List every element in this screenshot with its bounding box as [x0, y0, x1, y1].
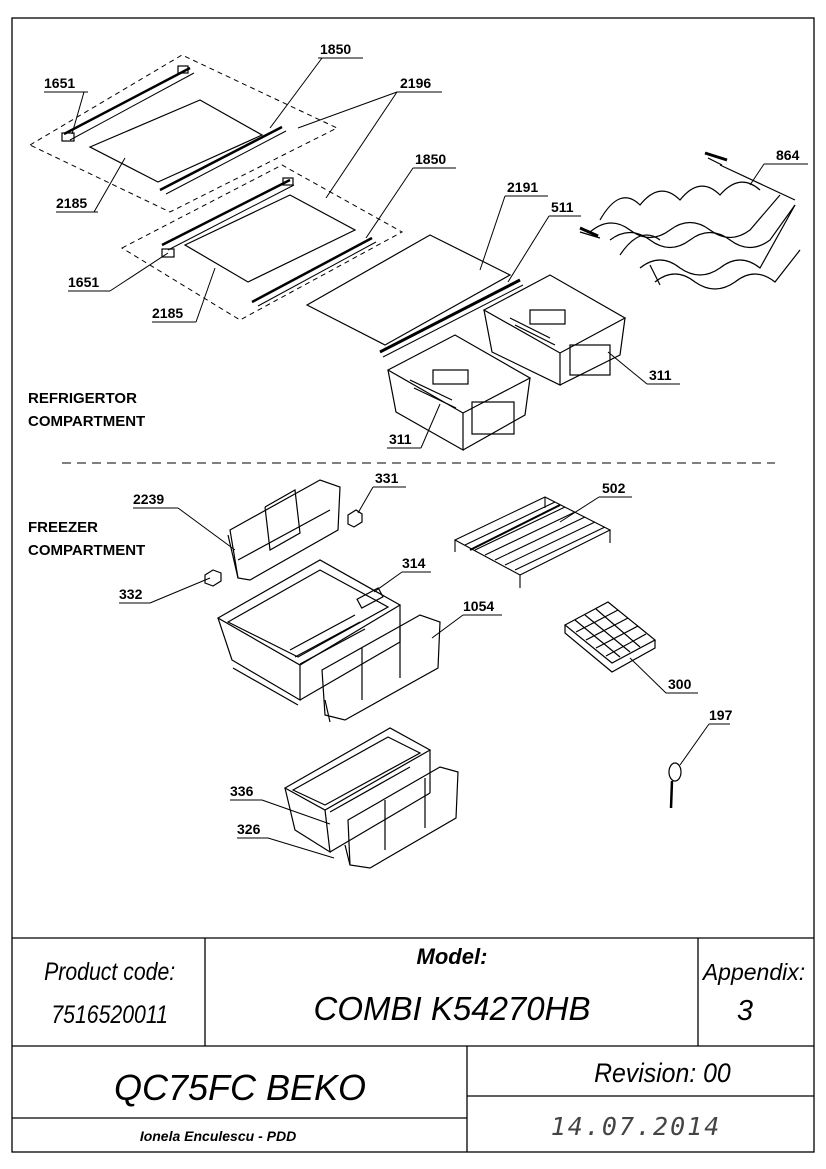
- wire-shelf: [453, 496, 612, 588]
- callout-314: 314: [402, 555, 426, 571]
- callout-1850-top: 1850: [320, 41, 351, 57]
- callout-1651-top: 1651: [44, 75, 75, 91]
- model-label: Model:: [417, 944, 488, 969]
- callout-197: 197: [709, 707, 733, 723]
- crisper-cover-glass: [305, 234, 524, 358]
- callout-502: 502: [602, 480, 626, 496]
- revision-date: 14.07.2014: [551, 1112, 722, 1141]
- model-value: COMBI K54270HB: [314, 990, 591, 1027]
- wine-rack: [579, 151, 801, 290]
- callout-2196: 2196: [400, 75, 431, 91]
- appendix-label: Appendix:: [701, 959, 805, 985]
- ice-cube-tray: [563, 601, 657, 673]
- freezer-flap: [227, 479, 341, 581]
- callout-2185-middle: 2185: [152, 305, 183, 321]
- freezer-drawer-front-upper: [321, 614, 441, 723]
- product-code-value: 7516520011: [51, 1000, 168, 1028]
- appendix-value: 3: [737, 995, 753, 1027]
- callout-511: 511: [551, 199, 574, 215]
- callout-311-rear: 311: [649, 367, 672, 383]
- author: Ionela Enculescu - PDD: [140, 1128, 296, 1144]
- freezer-heading-line2: COMPARTMENT: [28, 542, 145, 559]
- freezer-heading-line1: FREEZER: [28, 519, 98, 536]
- glass-shelf-assembly-top: [28, 54, 339, 213]
- callout-1054: 1054: [463, 598, 494, 614]
- callout-2191: 2191: [507, 179, 538, 195]
- callout-864: 864: [776, 147, 800, 163]
- product-code-label: Product code:: [44, 957, 175, 985]
- title-block: [12, 937, 814, 1152]
- refrigerator-heading-line2: COMPARTMENT: [28, 413, 145, 430]
- freezer-drawer-lower: [283, 727, 432, 854]
- callout-2185-top: 2185: [56, 195, 87, 211]
- flap-hinge-left: [204, 569, 222, 587]
- callout-leaders: [44, 57, 808, 859]
- revision: Revision: 00: [594, 1059, 731, 1088]
- refrigerator-heading-line1: REFRIGERTOR: [28, 390, 137, 407]
- callout-2239: 2239: [133, 491, 164, 507]
- drawing-frame: [11, 17, 815, 1153]
- crisper-drawer-rear: [482, 274, 627, 386]
- callout-336: 336: [230, 783, 254, 799]
- crisper-drawer-front: [386, 334, 532, 452]
- glass-shelf-assembly-middle: [120, 164, 404, 321]
- callout-311-front: 311: [389, 431, 412, 447]
- callout-331: 331: [375, 470, 399, 486]
- ice-scraper: [668, 762, 682, 809]
- callout-326: 326: [237, 821, 261, 837]
- flap-hinge-right: [347, 509, 363, 528]
- callout-labels: 1651 1850 2196 2185 1850 1651 2185 2191 …: [44, 41, 800, 837]
- callout-1651-middle: 1651: [68, 274, 99, 290]
- callout-1850-middle: 1850: [415, 151, 446, 167]
- qc-code: QC75FC BEKO: [114, 1067, 366, 1108]
- callout-332: 332: [119, 586, 143, 602]
- callout-300: 300: [668, 676, 692, 692]
- freezer-drawer-front-lower: [344, 766, 459, 869]
- freezer-drawer-upper: [216, 559, 402, 706]
